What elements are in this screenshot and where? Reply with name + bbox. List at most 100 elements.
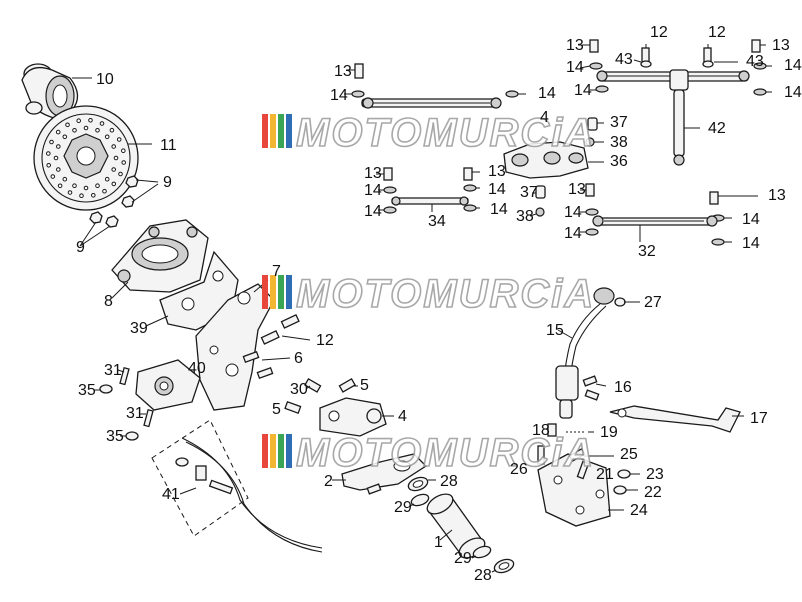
disc-vent-hole <box>56 167 61 172</box>
callout-14: 14 <box>564 204 582 221</box>
callout-4: 4 <box>540 109 549 126</box>
disc-vent-hole <box>111 144 116 149</box>
callout-14: 14 <box>364 203 382 220</box>
svg-text:MOTOMURCiA: MOTOMURCiA <box>296 111 595 155</box>
callout-15: 15 <box>546 322 564 339</box>
callout-14: 14 <box>538 85 556 102</box>
bolt-37 <box>535 117 598 199</box>
disc-vent-hole <box>57 183 63 189</box>
mounting-plate-7 <box>195 283 275 411</box>
banjo-bolt-13 <box>354 39 761 205</box>
brake-line-34 <box>391 196 469 206</box>
callout-30: 30 <box>290 381 308 398</box>
fork-bracket-4 <box>319 397 387 437</box>
brake-line-tee-42 <box>596 69 750 166</box>
disc-vent-hole <box>79 193 84 198</box>
callout-5: 5 <box>272 401 281 418</box>
bolt-12 <box>260 314 300 345</box>
disc-vent-hole <box>118 171 123 177</box>
disc-vent-hole <box>102 188 107 194</box>
disc-vent-hole <box>76 118 81 123</box>
callout-13: 13 <box>364 165 382 182</box>
bolt-12-upper <box>641 47 712 63</box>
bolt-21 <box>576 460 590 480</box>
callout-38: 38 <box>610 134 628 151</box>
disc-vent-hole <box>72 183 77 188</box>
callout-13: 13 <box>334 63 352 80</box>
bolt-16 <box>582 375 600 401</box>
disc-vent-hole <box>111 181 117 187</box>
disc-vent-hole <box>116 137 122 142</box>
callout-13: 13 <box>566 37 584 54</box>
callout-14: 14 <box>564 225 582 242</box>
nut-9 <box>89 175 139 228</box>
callout-11: 11 <box>160 137 177 154</box>
callout-31: 31 <box>104 362 122 379</box>
callout-28: 28 <box>440 473 458 490</box>
callout-41: 41 <box>162 486 180 503</box>
callout-14: 14 <box>742 235 760 252</box>
wheel-hub-10 <box>21 63 79 127</box>
disc-vent-hole <box>95 128 100 133</box>
disc-vent-hole <box>67 190 73 195</box>
svg-text:MOTOMURCiA: MOTOMURCiA <box>296 272 595 316</box>
disc-vent-hole <box>72 128 77 133</box>
callout-1: 1 <box>434 534 443 551</box>
callout-7: 7 <box>272 263 281 280</box>
callout-35: 35 <box>106 428 124 445</box>
callout-42: 42 <box>708 120 726 137</box>
bolt-6 <box>242 350 274 380</box>
brake-line-upper <box>361 97 502 109</box>
disc-vent-hole <box>113 155 119 161</box>
callout-13: 13 <box>772 37 790 54</box>
washer-43 <box>640 60 714 68</box>
disc-vent-hole <box>104 134 110 140</box>
callout-25: 25 <box>620 446 638 463</box>
disc-vent-hole <box>109 127 115 133</box>
callout-14: 14 <box>784 57 802 74</box>
distribution-valve-36 <box>503 141 589 179</box>
bolt-25 <box>568 448 586 462</box>
washer-35 <box>99 384 139 441</box>
callout-27: 27 <box>644 294 662 311</box>
brake-caliper-8 <box>111 219 209 293</box>
callout-10: 10 <box>96 71 114 88</box>
brake-disc-11 <box>33 105 139 211</box>
callout-9: 9 <box>76 239 85 256</box>
disc-vent-hole <box>83 185 89 191</box>
bolt-5 <box>284 378 356 414</box>
disc-vent-hole <box>62 176 68 182</box>
disc-vent-hole <box>104 176 110 182</box>
watermark-bottom: MOTOMURCiA <box>262 430 594 476</box>
watermark-middle: MOTOMURCiA <box>262 271 595 317</box>
disc-vent-hole <box>91 193 96 198</box>
callout-28: 28 <box>474 567 492 584</box>
callout-6: 6 <box>294 350 303 367</box>
callout-12: 12 <box>316 332 334 349</box>
callout-36: 36 <box>610 153 628 170</box>
disc-vent-hole <box>65 122 70 128</box>
disc-vent-hole <box>49 139 54 145</box>
callout-29: 29 <box>394 499 412 516</box>
copper-washer-14 <box>351 62 767 246</box>
pin-26 <box>537 445 545 465</box>
sensor-bracket-40 <box>135 359 201 411</box>
brake-line-32 <box>592 215 718 227</box>
callout-34: 34 <box>428 213 446 230</box>
callout-43: 43 <box>746 53 764 70</box>
callout-16: 16 <box>614 379 632 396</box>
callout-17: 17 <box>750 410 768 427</box>
callout-9: 9 <box>163 174 172 191</box>
disc-vent-hole <box>56 144 61 149</box>
callout-43: 43 <box>615 51 633 68</box>
disc-vent-hole <box>121 160 126 165</box>
callout-24: 24 <box>630 502 648 519</box>
callout-5: 5 <box>360 377 369 394</box>
clamp-2 <box>341 453 428 495</box>
reservoir-cap-27 <box>593 287 626 307</box>
watermark-top: MOTOMURCiA <box>262 110 595 156</box>
callout-40: 40 <box>188 360 206 377</box>
callout-31: 31 <box>126 405 144 422</box>
callout-23: 23 <box>646 466 664 483</box>
callout-14: 14 <box>784 84 802 101</box>
